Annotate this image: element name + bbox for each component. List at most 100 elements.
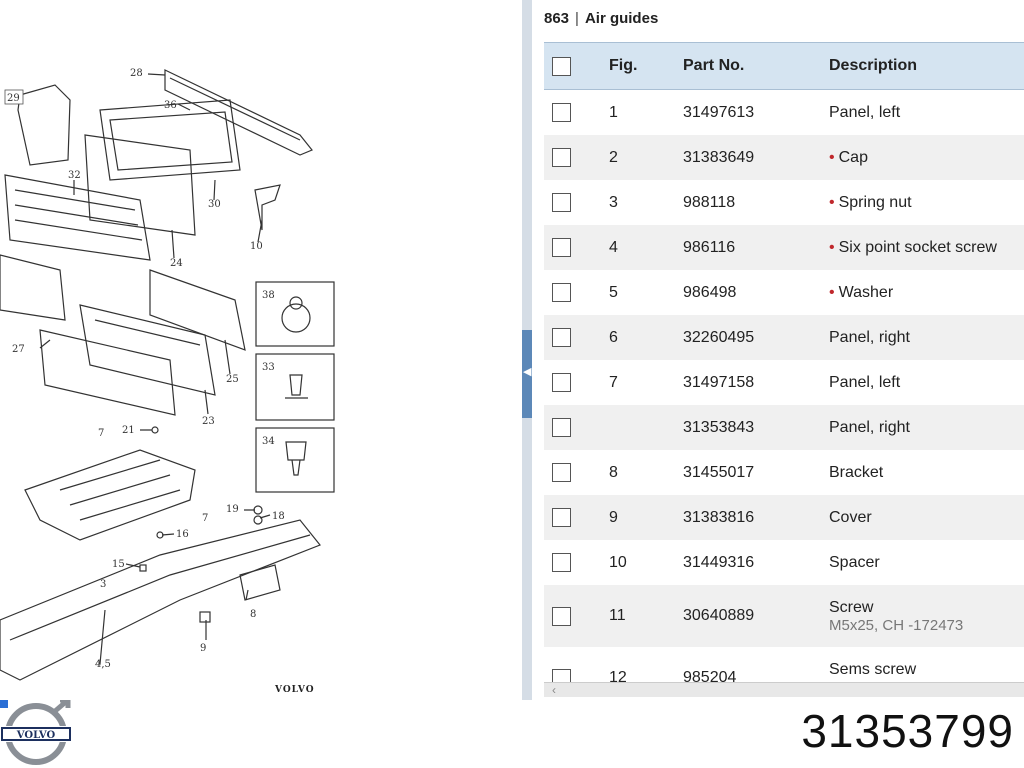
cell-description: Panel, left — [828, 360, 1024, 405]
cell-part-no: 31383816 — [682, 495, 828, 540]
callout-7a: 7 — [98, 428, 104, 439]
cell-fig: 8 — [609, 463, 618, 481]
cell-part-no: 31449316 — [683, 553, 755, 571]
bullet-icon: • — [829, 238, 835, 256]
callout-29: 29 — [7, 93, 20, 104]
row-checkbox[interactable] — [552, 553, 571, 572]
cell-part-no: 31383649 — [682, 135, 828, 180]
cell-part-no: 31497158 — [683, 373, 755, 391]
description-text: Panel, right — [829, 328, 910, 346]
bullet-icon: • — [829, 148, 835, 166]
row-checkbox[interactable] — [552, 418, 571, 437]
description-text: Panel, right — [829, 418, 910, 436]
description-text: Spacer — [829, 553, 880, 571]
row-checkbox[interactable] — [552, 328, 571, 347]
callout-30: 30 — [208, 199, 221, 210]
collapse-panel-button[interactable]: ◀ — [522, 330, 532, 418]
callout-16: 16 — [176, 529, 189, 540]
callout-18: 18 — [272, 511, 285, 522]
row-checkbox[interactable] — [552, 193, 571, 212]
cell-description: Panel, right — [828, 405, 1024, 450]
cell-part-no: 986498 — [683, 283, 737, 301]
callout-32: 32 — [68, 170, 81, 181]
cell-description: •Spring nut — [828, 180, 1024, 225]
description-text: Screw — [829, 598, 874, 616]
cell-part-no: 986116 — [682, 225, 828, 270]
description-text: Six point socket screw — [838, 238, 997, 256]
callout-10: 10 — [250, 241, 263, 252]
callout-8: 8 — [250, 609, 256, 620]
callout-7b: 7 — [202, 513, 208, 524]
cell-description: •Washer — [828, 270, 1024, 315]
column-header-description[interactable]: Description — [828, 42, 1024, 90]
callout-19: 19 — [226, 504, 239, 515]
cell-fig: 12 — [609, 669, 627, 686]
cell-part-no: 32260495 — [682, 315, 828, 360]
row-checkbox[interactable] — [552, 148, 571, 167]
description-text: Spring nut — [838, 193, 912, 211]
callout-28: 28 — [130, 68, 143, 79]
callout-23: 23 — [202, 416, 215, 427]
callout-38: 38 — [262, 290, 275, 301]
description-text: Cover — [829, 508, 872, 526]
horizontal-scrollbar[interactable]: ‹ — [544, 682, 1024, 697]
diagram-brand-mark: VOLVO — [274, 685, 315, 695]
featured-part-number: 31353799 — [801, 705, 1014, 757]
callout-15: 15 — [112, 559, 125, 570]
cell-description: Sems screwM8x25 — [828, 647, 1024, 709]
cell-part-no: 31497613 — [683, 103, 755, 121]
cell-description: •Cap — [828, 135, 1024, 180]
row-checkbox[interactable] — [552, 508, 571, 527]
cell-part-no: 988118 — [683, 193, 736, 211]
cell-fig: 11 — [608, 585, 682, 647]
parts-list-panel: 863|Air guides Fig. Part No. Description… — [532, 0, 1024, 700]
cell-description: Panel, left — [828, 90, 1024, 136]
cell-fig: 6 — [608, 315, 682, 360]
cell-fig — [608, 405, 682, 450]
callout-34: 34 — [262, 436, 275, 447]
table-row[interactable]: 7 31497158 Panel, left — [544, 360, 1024, 405]
cell-description: Panel, right — [828, 315, 1024, 360]
cell-fig: 9 — [608, 495, 682, 540]
bullet-icon: • — [829, 193, 835, 211]
description-text: Washer — [838, 283, 894, 301]
row-checkbox[interactable] — [552, 103, 571, 122]
callout-3: 3 — [100, 579, 106, 590]
description-text: Panel, left — [829, 103, 901, 121]
row-checkbox[interactable] — [552, 373, 571, 392]
row-checkbox[interactable] — [552, 283, 571, 302]
callout-24: 24 — [170, 258, 183, 269]
callout-33: 33 — [262, 362, 275, 373]
column-header-part-no[interactable]: Part No. — [682, 42, 828, 90]
row-checkbox[interactable] — [552, 463, 571, 482]
description-text: Sems screw — [829, 660, 917, 678]
row-checkbox[interactable] — [552, 238, 571, 257]
cell-fig: 7 — [609, 373, 618, 391]
cell-description: Spacer — [828, 540, 1024, 585]
column-header-fig[interactable]: Fig. — [608, 42, 682, 90]
cell-description: •Six point socket screw — [828, 225, 1024, 270]
bullet-icon: • — [829, 283, 835, 301]
scroll-left-icon[interactable]: ‹ — [552, 683, 556, 697]
table-row[interactable]: 10 31449316 Spacer — [544, 540, 1024, 585]
select-all-checkbox[interactable] — [552, 56, 571, 76]
cell-fig: 10 — [609, 553, 627, 571]
group-title: 863|Air guides — [544, 10, 658, 27]
callout-45: 4,5 — [95, 659, 111, 670]
row-checkbox[interactable] — [552, 606, 571, 626]
callout-9: 9 — [200, 643, 206, 654]
description-text: Cap — [838, 148, 868, 166]
